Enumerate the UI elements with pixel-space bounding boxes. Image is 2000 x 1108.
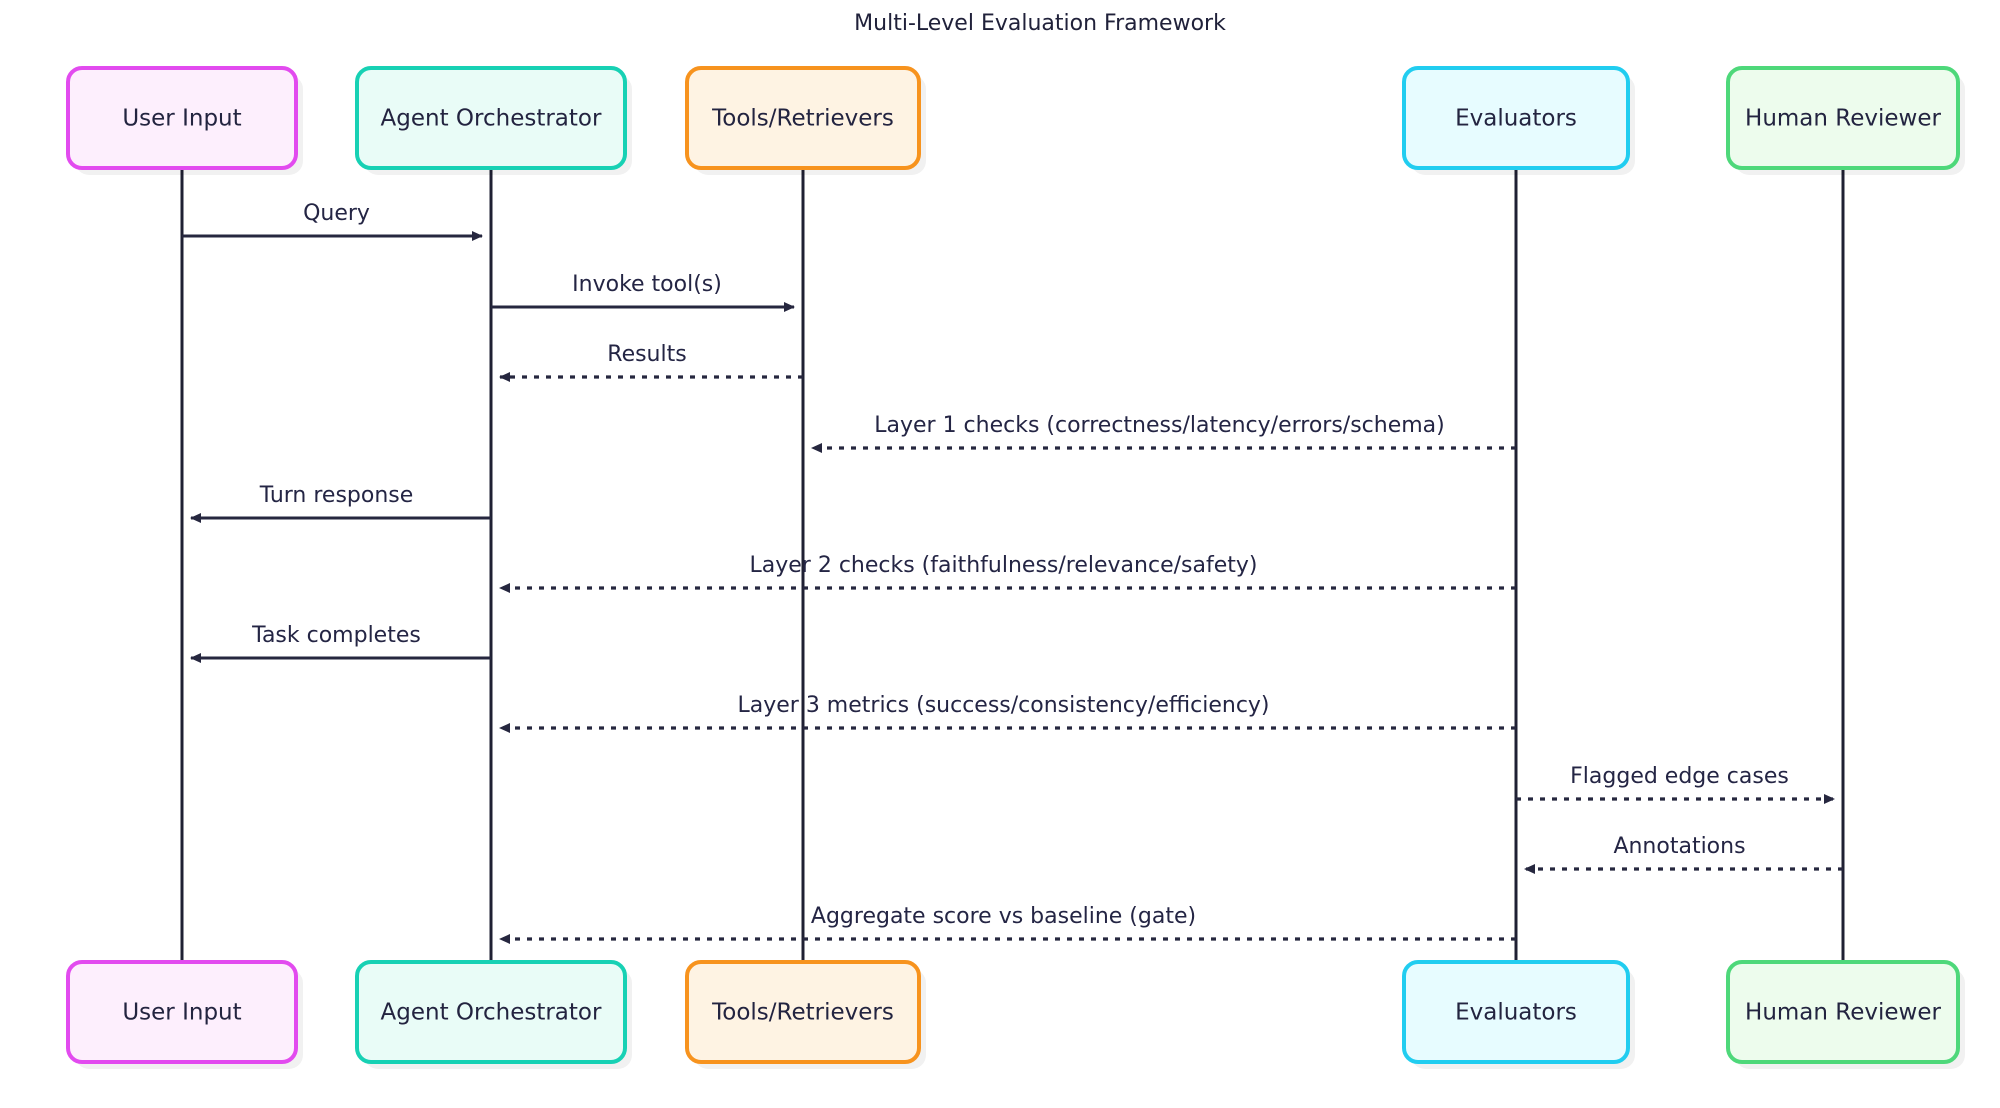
participant-label-user: User Input [122,106,241,132]
participant-label-human: Human Reviewer [1745,106,1941,132]
participant-user-bottom[interactable]: User Input [66,960,303,1069]
participant-tools-top[interactable]: Tools/Retrievers [685,66,926,175]
participant-evaluators-bottom[interactable]: Evaluators [1402,960,1635,1069]
message-label-m10: Annotations [1613,834,1745,859]
message-label-m6: Layer 2 checks (faithfulness/relevance/s… [750,553,1258,578]
message-m1: Query [182,201,483,241]
participant-agent-bottom[interactable]: Agent Orchestrator [355,960,632,1069]
message-label-m8: Layer 3 metrics (success/consistency/eff… [737,693,1269,718]
participant-label-human: Human Reviewer [1745,1000,1941,1026]
participant-box-human[interactable] [1726,960,1960,1064]
actor-boxes-top: User Input Agent Orchestrator Tools/Retrie… [66,66,1965,175]
participant-box-evaluators[interactable] [1402,66,1630,170]
participant-label-tools: Tools/Retrievers [711,106,894,132]
participant-label-agent: Agent Orchestrator [381,1000,602,1026]
participant-box-user[interactable] [66,960,298,1064]
message-m5: Turn response [190,483,491,523]
message-label-m5: Turn response [259,483,414,508]
participant-agent-top[interactable]: Agent Orchestrator [355,66,632,175]
participant-box-human[interactable] [1726,66,1960,170]
message-m2: Invoke tool(s) [491,272,795,312]
participant-box-user[interactable] [66,66,298,170]
page-title: Multi-Level Evaluation Framework [854,11,1226,36]
participant-box-evaluators[interactable] [1402,960,1630,1064]
participant-label-tools: Tools/Retrievers [711,1000,894,1026]
message-m7: Task completes [190,623,491,663]
message-m3: Results [499,342,803,382]
message-label-m11: Aggregate score vs baseline (gate) [811,904,1196,929]
participant-label-evaluators: Evaluators [1455,1000,1577,1026]
participant-box-agent[interactable] [355,66,627,170]
participant-label-user: User Input [122,1000,241,1026]
message-label-m9: Flagged edge cases [1570,764,1789,789]
participant-evaluators-top[interactable]: Evaluators [1402,66,1635,175]
message-label-m1: Query [303,201,370,226]
message-m6: Layer 2 checks (faithfulness/relevance/s… [499,553,1516,593]
participant-box-tools[interactable] [685,960,921,1064]
participant-box-tools[interactable] [685,66,921,170]
message-label-m3: Results [607,342,686,367]
message-label-m2: Invoke tool(s) [572,272,722,297]
message-m8: Layer 3 metrics (success/consistency/eff… [499,693,1516,733]
message-m9: Flagged edge cases [1516,764,1835,804]
message-m4: Layer 1 checks (correctness/latency/erro… [811,413,1516,453]
participant-label-agent: Agent Orchestrator [381,106,602,132]
actor-boxes-bottom: User Input Agent Orchestrator Tools/Retrie… [66,960,1965,1069]
message-m10: Annotations [1524,834,1843,874]
participant-label-evaluators: Evaluators [1455,106,1577,132]
participant-human-bottom[interactable]: Human Reviewer [1726,960,1965,1069]
participant-box-agent[interactable] [355,960,627,1064]
message-label-m7: Task completes [251,623,421,648]
participant-user-top[interactable]: User Input [66,66,303,175]
participant-human-top[interactable]: Human Reviewer [1726,66,1965,175]
participant-tools-bottom[interactable]: Tools/Retrievers [685,960,926,1069]
lifelines-group [180,168,1845,962]
message-label-m4: Layer 1 checks (correctness/latency/erro… [874,413,1445,438]
message-m11: Aggregate score vs baseline (gate) [499,904,1516,944]
